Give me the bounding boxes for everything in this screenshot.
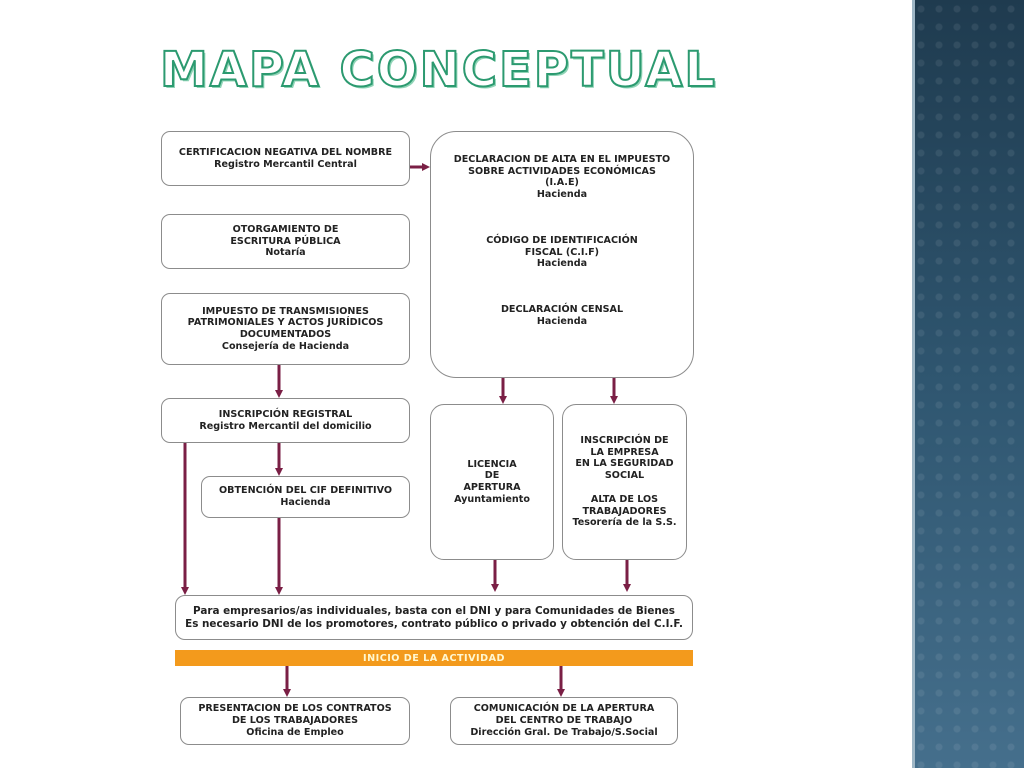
box-line: DECLARACION DE ALTA EN EL IMPUESTO bbox=[453, 154, 671, 165]
box-line: Es necesario DNI de los promotores, cont… bbox=[185, 617, 683, 630]
box-line: Notaría bbox=[265, 247, 306, 259]
flow-arrows bbox=[181, 163, 631, 697]
box-line: Hacienda bbox=[536, 189, 588, 201]
box-line: INSCRIPCIÓN REGISTRAL bbox=[218, 408, 353, 420]
decorative-side-strip bbox=[912, 0, 1024, 768]
box-comunicacion-apertura: COMUNICACIÓN DE LA APERTURA DEL CENTRO D… bbox=[450, 697, 678, 745]
box-line: DOCUMENTADOS bbox=[239, 329, 332, 340]
slide-title: MAPA CONCEPTUAL bbox=[159, 41, 717, 99]
box-line: OBTENCIÓN DEL CIF DEFINITIVO bbox=[219, 485, 392, 497]
box-line: Tesorería de la S.S. bbox=[572, 517, 677, 529]
box-line: IMPUESTO DE TRANSMISIONES bbox=[202, 305, 369, 317]
box-line: ALTA DE LOS bbox=[590, 493, 659, 505]
box-line: CERTIFICACION NEGATIVA DEL NOMBRE bbox=[178, 146, 393, 158]
box-impuesto-transmisiones: IMPUESTO DE TRANSMISIONES PATRIMONIALES … bbox=[161, 293, 410, 365]
box-line: DE LOS TRABAJADORES bbox=[231, 715, 359, 727]
box-certificacion-negativa: CERTIFICACION NEGATIVA DEL NOMBRE Regist… bbox=[161, 131, 410, 186]
box-line: PRESENTACION DE LOS CONTRATOS bbox=[198, 703, 392, 715]
group-alta-iae: DECLARACION DE ALTA EN EL IMPUESTO SOBRE… bbox=[454, 154, 670, 201]
box-line: Hacienda bbox=[536, 315, 588, 327]
box-line: Ayuntamiento bbox=[454, 493, 530, 505]
box-line: (I.A.E) bbox=[545, 177, 579, 189]
box-line: LA EMPRESA bbox=[590, 446, 659, 458]
concept-map: CERTIFICACION NEGATIVA DEL NOMBRE Regist… bbox=[161, 131, 694, 745]
box-line: COMUNICACIÓN DE LA APERTURA bbox=[473, 703, 655, 715]
box-line: SOCIAL bbox=[604, 470, 645, 482]
box-line: Hacienda bbox=[536, 258, 588, 270]
side-strip-edge bbox=[912, 0, 915, 768]
box-line: LICENCIA bbox=[467, 458, 517, 470]
box-line: Registro Mercantil del domicilio bbox=[199, 420, 372, 432]
box-line: EN LA SEGURIDAD bbox=[575, 458, 674, 470]
box-line: Registro Mercantil Central bbox=[214, 158, 357, 170]
box-requisitos-dni: Para empresarios/as individuales, basta … bbox=[175, 595, 693, 640]
box-seguridad-social: INSCRIPCIÓN DE LA EMPRESA EN LA SEGURIDA… bbox=[562, 404, 687, 560]
box-line: DEL CENTRO DE TRABAJO bbox=[495, 715, 633, 727]
box-line: Hacienda bbox=[280, 497, 331, 508]
box-otorgamiento-escritura: OTORGAMIENTO DE ESCRITURA PÚBLICA Notarí… bbox=[161, 214, 410, 269]
box-line: DE bbox=[484, 470, 500, 482]
box-line: Consejería de Hacienda bbox=[221, 340, 350, 352]
box-line: ESCRITURA PÚBLICA bbox=[230, 235, 341, 247]
box-inscripcion-registral: INSCRIPCIÓN REGISTRAL Registro Mercantil… bbox=[161, 398, 410, 443]
box-line: SOBRE ACTIVIDADES ECONÓMICAS bbox=[468, 165, 656, 177]
group-cif: CÓDIGO DE IDENTIFICACIÓN FISCAL (C.I.F) … bbox=[486, 235, 638, 270]
box-line: Dirección Gral. De Trabajo/S.Social bbox=[470, 726, 658, 738]
box-line: OTORGAMIENTO DE bbox=[232, 223, 339, 235]
box-licencia-apertura: LICENCIA DE APERTURA Ayuntamiento bbox=[430, 404, 554, 560]
box-line: DECLARACIÓN CENSAL bbox=[500, 303, 624, 315]
box-line: TRABAJADORES bbox=[582, 505, 667, 517]
box-hacienda-declaraciones: DECLARACION DE ALTA EN EL IMPUESTO SOBRE… bbox=[430, 131, 694, 378]
box-line: APERTURA bbox=[463, 482, 521, 493]
inicio-actividad-bar: INICIO DE LA ACTIVIDAD bbox=[175, 650, 693, 666]
box-line: Oficina de Empleo bbox=[246, 726, 344, 738]
box-line: CÓDIGO DE IDENTIFICACIÓN bbox=[486, 234, 638, 246]
group-censal: DECLARACIÓN CENSAL Hacienda bbox=[501, 304, 623, 327]
box-presentacion-contratos: PRESENTACION DE LOS CONTRATOS DE LOS TRA… bbox=[180, 697, 410, 745]
box-line: Para empresarios/as individuales, basta … bbox=[192, 604, 675, 617]
box-obtencion-cif: OBTENCIÓN DEL CIF DEFINITIVO Hacienda bbox=[201, 476, 410, 518]
box-line: INSCRIPCIÓN DE bbox=[580, 435, 669, 447]
box-line: FISCAL (C.I.F) bbox=[524, 246, 600, 258]
box-line: PATRIMONIALES Y ACTOS JURÍDICOS bbox=[187, 317, 384, 329]
